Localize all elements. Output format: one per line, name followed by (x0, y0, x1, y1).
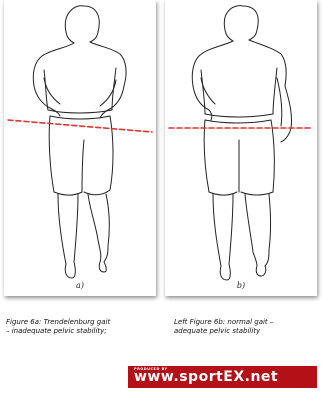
figure-b-letter: b) (165, 281, 317, 290)
figure-b-caption: Left Figure 6b: normal gait – adequate p… (174, 318, 314, 336)
figure-b-caption-line1: Left Figure 6b: normal gait – (174, 318, 314, 327)
figure-a-caption-line1: Figure 6a: Trendelenburg gait (6, 318, 156, 327)
figure-b-panel: b) (165, 0, 317, 296)
sportex-logo[interactable]: PRODUCED BY www.sportEX.net (128, 366, 317, 388)
logo-url: www.sportEX.net (134, 369, 278, 385)
figure-a-letter: a) (4, 281, 156, 290)
figure-b-caption-line2: adequate pelvic stability (174, 327, 314, 336)
figure-a-panel: a) (4, 0, 156, 296)
figure-a-caption: Figure 6a: Trendelenburg gait – inadequa… (6, 318, 156, 336)
figure-a-caption-line2: – inadequate pelvic stability; (6, 327, 156, 336)
figure-b-illustration (165, 0, 317, 296)
figure-a-illustration (4, 0, 156, 296)
